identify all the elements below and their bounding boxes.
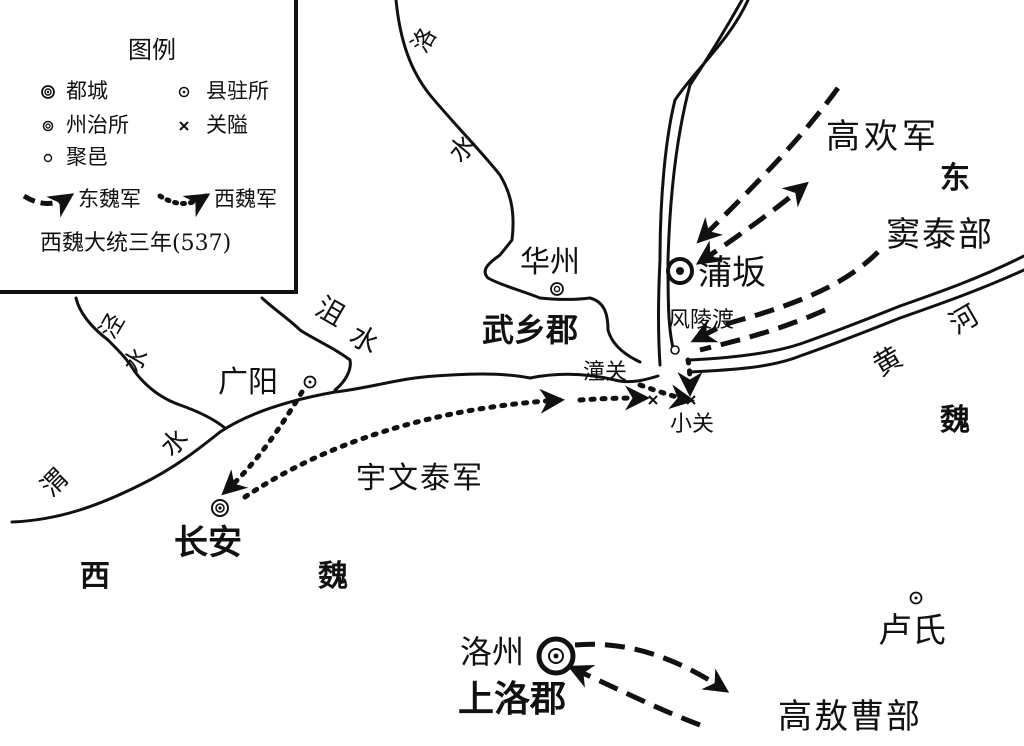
wei-river — [10, 372, 660, 524]
gaoaocao-arrow — [567, 664, 701, 728]
east-wei-army-legend-icon — [22, 193, 75, 218]
place-changan: 长安 — [174, 523, 242, 563]
settlement-legend-icon — [43, 153, 53, 163]
place-fenglingdu: 风陵渡 — [668, 308, 735, 333]
legend-pass-label: 关隘 — [206, 113, 248, 137]
doutai-arrow-upper — [690, 250, 880, 343]
ju-river — [260, 296, 352, 392]
tongguan-pass-symbol — [648, 395, 658, 405]
region-west-wei-char2: 魏 — [318, 559, 348, 594]
place-huazhou: 华州 — [520, 245, 580, 280]
xiaoguan-pass-symbol — [686, 395, 696, 405]
yuwentai-army-arrow — [242, 388, 565, 500]
legend-title: 图例 — [128, 36, 176, 64]
place-lushi: 卢氏 — [878, 611, 946, 651]
army-gaoaocao: 高敖曹部 — [778, 697, 922, 737]
jing-river — [74, 296, 227, 430]
legend-box: 图例 都城 县驻所 州治所 关隘 聚邑 东魏军 西魏军 西魏大统三年(537) — [0, 0, 298, 294]
legend-symbols — [22, 85, 211, 218]
yellow-river-west-bank — [657, 0, 750, 367]
legend-capital-label: 都城 — [66, 79, 108, 103]
place-puban: 蒲坂 — [698, 253, 766, 293]
place-xiaoguan: 小关 — [670, 412, 715, 437]
gaohuan-retreat-arrow — [695, 181, 809, 265]
legend-prefecture-seat-label: 州治所 — [66, 113, 129, 137]
west-wei-army-legend-icon — [157, 193, 211, 218]
place-luozhou: 洛州 — [460, 633, 525, 671]
place-wuxiang: 武乡郡 — [482, 311, 579, 349]
legend-caption: 西魏大统三年(537) — [40, 231, 232, 256]
yellow-river-east-bank — [666, 0, 744, 354]
guangyang-to-changan-arrow — [221, 389, 305, 496]
legend-west-wei-army-label: 西魏军 — [214, 187, 277, 211]
army-gaohuan: 高欢军 — [826, 117, 940, 157]
fenglingdu-down-arrow — [677, 357, 703, 397]
region-west-wei-char1: 西 — [80, 559, 110, 594]
region-east-wei-char1: 东 — [940, 161, 970, 196]
yellow-river-north-bank — [688, 254, 1024, 362]
xiaoguan-arrow — [637, 382, 695, 410]
yellow-river-south-bank — [688, 268, 1024, 374]
fenglingdu-symbol — [670, 345, 680, 355]
army-doutai: 窦泰部 — [886, 215, 994, 255]
doutai-arrow-lower — [699, 307, 827, 353]
place-guangyang: 广阳 — [218, 365, 278, 400]
legend-east-wei-army-label: 东魏军 — [78, 187, 141, 211]
region-east-wei-char2: 魏 — [940, 403, 970, 438]
place-shangluo: 上洛郡 — [458, 679, 567, 720]
place-tongguan: 潼关 — [583, 360, 628, 385]
pass-legend-icon — [179, 121, 189, 131]
luo-river — [394, 0, 642, 364]
gaohuan-advance-arrow — [696, 86, 841, 244]
legend-county-seat-label: 县驻所 — [206, 79, 269, 103]
tongguan-arrow — [577, 385, 650, 411]
luozhou-east-arrow — [574, 641, 730, 693]
army-yuwentai: 宇文泰军 — [356, 461, 484, 496]
legend-settlement-label: 聚邑 — [66, 145, 108, 169]
